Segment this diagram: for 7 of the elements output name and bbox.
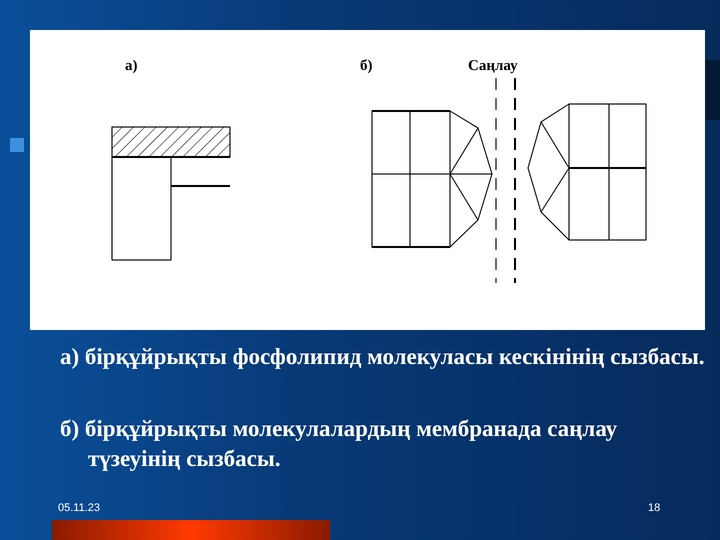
caption-text: б) бірқұйрықты молекулалардың мембранада саңлау түзеуінің сызбасы. bbox=[60, 415, 618, 473]
panel-label: а) bbox=[125, 58, 138, 75]
panel-label: б) bbox=[360, 58, 372, 75]
date-text: 05.11.23 bbox=[58, 502, 100, 514]
caption-text: а) бірқұйрықты фосфолипид молекуласы кескінінің сызбасы. bbox=[60, 343, 706, 371]
pore-label: Саңлау bbox=[468, 58, 518, 75]
page-number: 18 bbox=[648, 502, 660, 514]
